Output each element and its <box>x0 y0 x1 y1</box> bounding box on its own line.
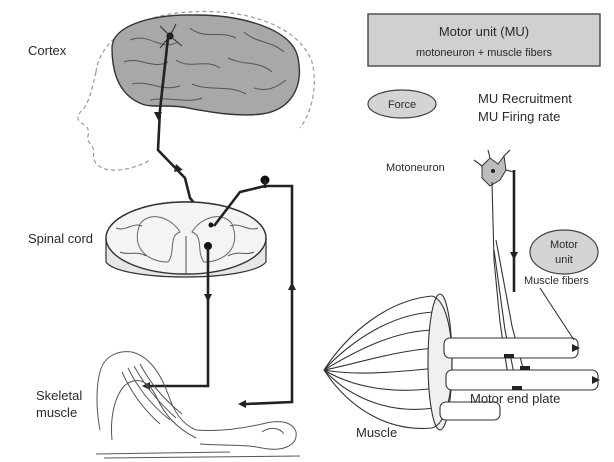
skeletal-muscle-label-2: muscle <box>36 405 77 420</box>
arrow-up <box>288 282 296 290</box>
motor-end-plate-label: Motor end plate <box>470 391 560 406</box>
muscle-fibers-label: Muscle fibers <box>524 275 589 287</box>
spinal-synapse <box>209 223 214 228</box>
motoneuron-cell <box>474 150 514 186</box>
brain <box>112 15 299 115</box>
mu-recruitment-label: MU Recruitment <box>478 91 572 106</box>
spinal-cord <box>106 202 266 277</box>
arrow-down-3 <box>204 294 212 302</box>
mu-firing-rate-label: MU Firing rate <box>478 109 560 124</box>
arrow-left-2 <box>238 400 246 408</box>
axon-arrow <box>510 252 518 260</box>
arm-sketch <box>96 352 300 458</box>
motor-unit-box-title: Motor unit (MU) <box>439 24 529 39</box>
spinal-cord-label: Spinal cord <box>28 231 93 246</box>
motor-unit-label-1: Motor <box>550 239 578 251</box>
force-label: Force <box>388 99 416 111</box>
muscle-bundle <box>324 294 452 430</box>
muscle-label: Muscle <box>356 425 397 440</box>
motoneuron-label: Motoneuron <box>386 162 445 174</box>
motor-unit-label-2: unit <box>555 254 573 266</box>
cortex-label: Cortex <box>28 43 67 58</box>
motor-unit-box-subtitle: motoneuron + muscle fibers <box>416 47 553 59</box>
motor-unit-ellipse <box>530 230 598 274</box>
muscle-fibers-leader <box>540 288 574 340</box>
skeletal-muscle-label-1: Skeletal <box>36 388 82 403</box>
arrow-down-2 <box>174 164 183 172</box>
